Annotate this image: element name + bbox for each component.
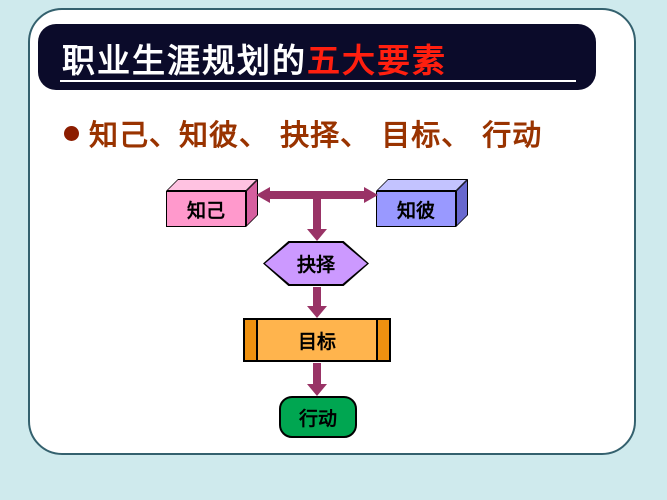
node-jueze: 抉择: [263, 241, 369, 286]
arrow-down-to-mubiao: [307, 287, 327, 318]
node-mubiao-label: 目标: [297, 330, 336, 353]
bullet-row: 知己、知彼、 抉择、 目标、 行动: [64, 112, 542, 154]
node-zhibi-top-face: [376, 179, 468, 191]
slide-title: 职业生涯规划的五大要素: [62, 34, 447, 82]
slide-card: 职业生涯规划的五大要素 知己、知彼、 抉择、 目标、 行动: [28, 8, 636, 455]
node-zhiji: 知己: [166, 179, 258, 227]
arrow-down-to-jueze: [307, 199, 327, 241]
arrow-bar: [313, 363, 321, 385]
arrow-bar: [268, 191, 366, 199]
node-zhiji-label: 知己: [166, 191, 246, 227]
title-underline: [60, 80, 576, 82]
arrow-down-to-xingdong: [307, 363, 327, 396]
title-prefix: 职业生涯规划的: [62, 41, 307, 80]
node-mubiao-center-panel: [256, 320, 378, 360]
double-arrow-zhiji-zhibi: [256, 187, 378, 203]
node-mubiao: 目标: [243, 318, 391, 362]
arrow-bar: [313, 199, 321, 230]
arrow-head-down-icon: [307, 229, 327, 241]
node-jueze-label: 抉择: [296, 254, 335, 276]
node-zhibi-label: 知彼: [376, 191, 456, 227]
title-highlight: 五大要素: [307, 41, 447, 80]
title-bar: 职业生涯规划的五大要素: [38, 24, 596, 90]
bullet-text: 知己、知彼、 抉择、 目标、 行动: [89, 118, 543, 152]
bullet-icon: [64, 125, 79, 141]
node-zhibi: 知彼: [376, 179, 468, 227]
arrow-head-down-icon: [307, 384, 327, 396]
arrow-head-right-icon: [364, 187, 378, 203]
arrow-head-down-icon: [307, 306, 327, 318]
node-xingdong: 行动: [279, 396, 357, 438]
node-xingdong-label: 行动: [298, 407, 337, 430]
arrow-head-left-icon: [256, 187, 270, 203]
arrow-bar: [313, 287, 321, 307]
node-zhiji-top-face: [166, 179, 258, 191]
node-jueze-fill: [265, 243, 367, 284]
